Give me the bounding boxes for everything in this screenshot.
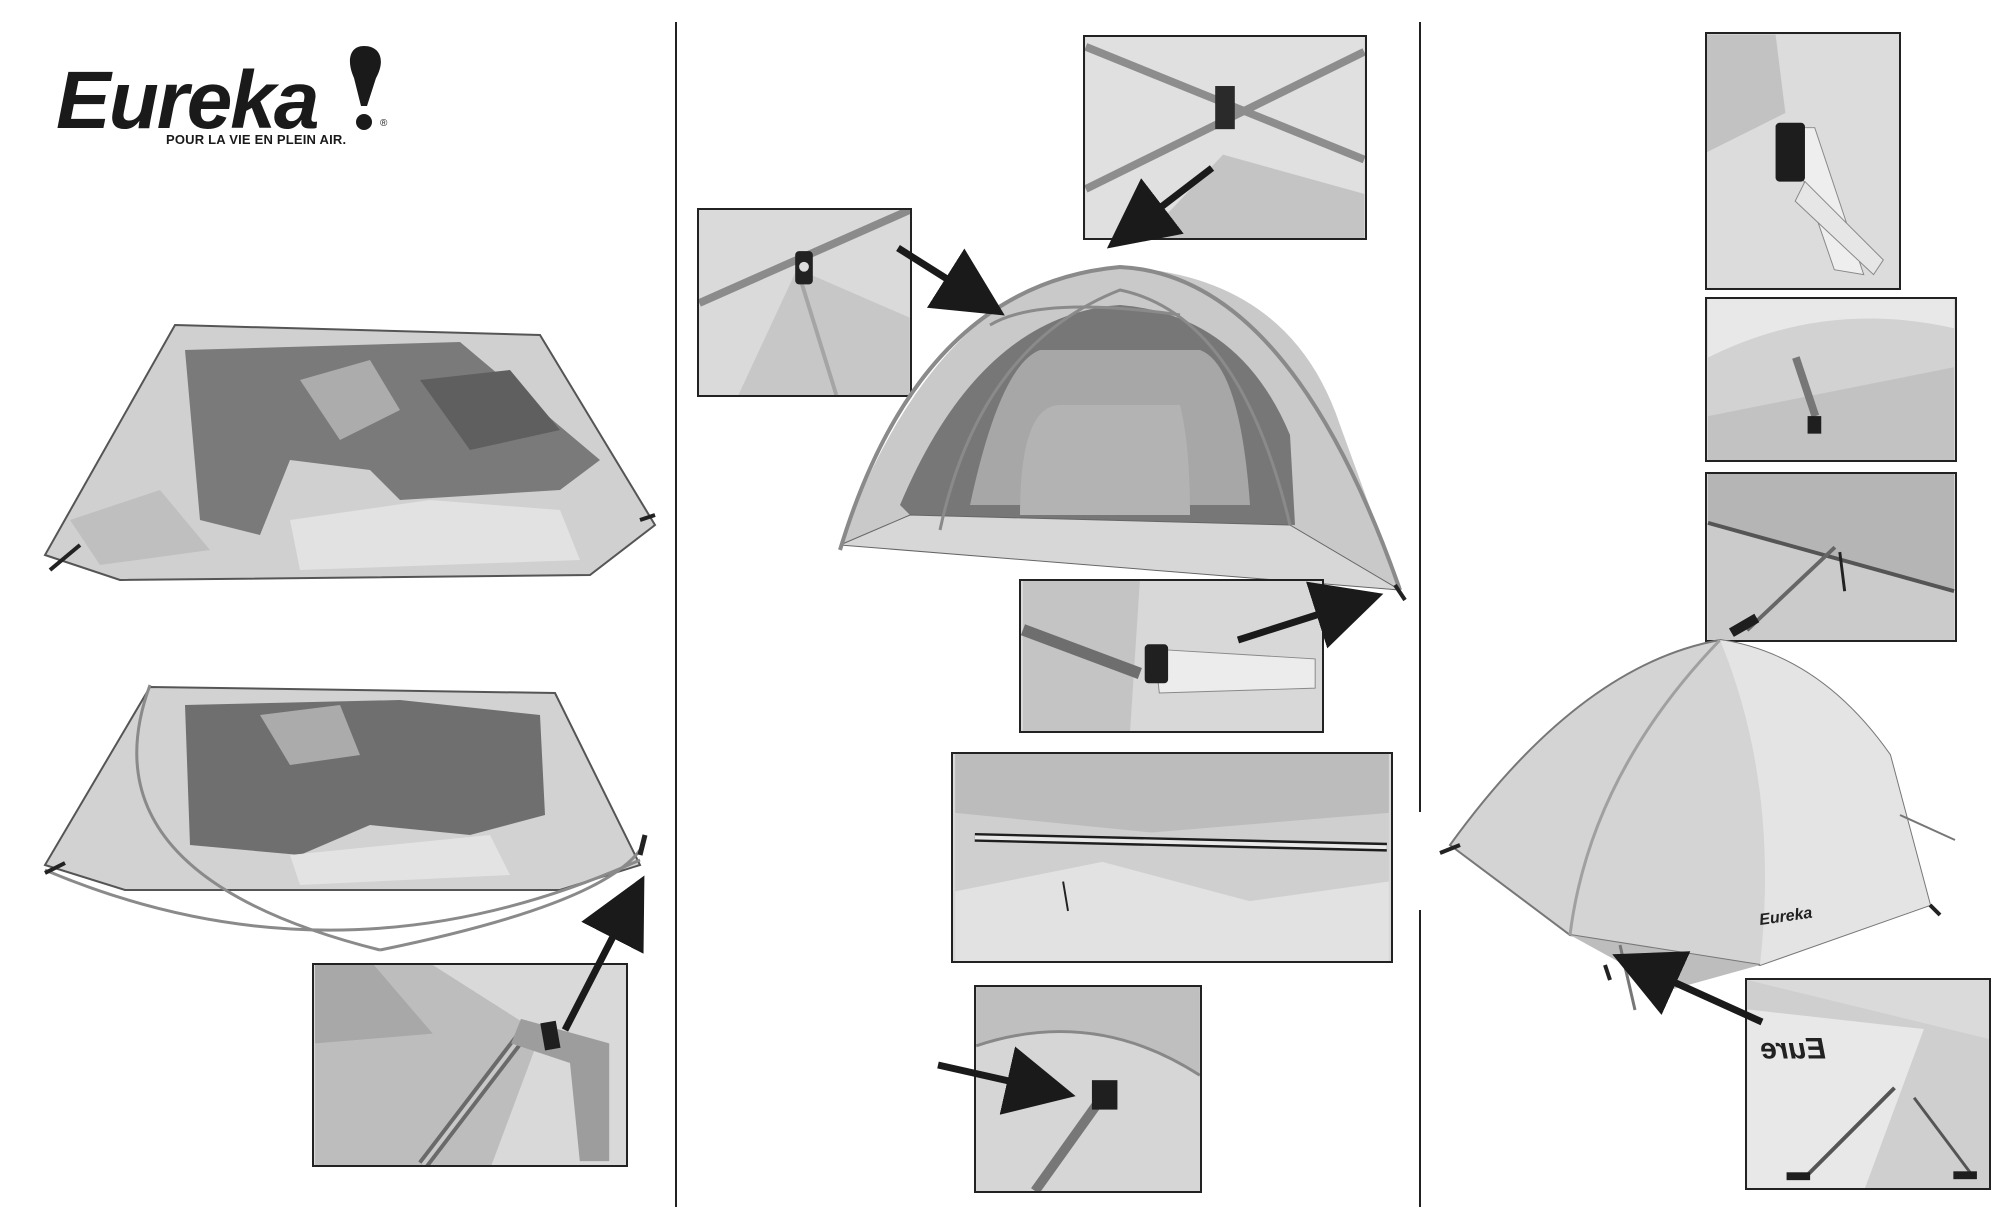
panel-divider-left <box>675 22 677 1207</box>
registered-mark: ® <box>380 118 387 129</box>
pole-grommet-detail-inset <box>312 963 628 1167</box>
fly-sleeve-pole-inset <box>951 752 1393 963</box>
brand-tagline: POUR LA VIE EN PLEIN AIR. <box>166 132 346 147</box>
tent-body-on-poles-illustration <box>820 255 1410 605</box>
pole-hub-clip-inset <box>1083 35 1367 240</box>
fly-print-reversed-text: Eure <box>1760 1032 1825 1065</box>
tent-body-flat-illustration <box>40 320 660 590</box>
tent-body-with-poles-illustration <box>40 675 660 975</box>
vestibule-stake-inset: Eure <box>1745 978 1991 1190</box>
fly-vent-strut-inset <box>1705 297 1957 462</box>
corner-buckle-inset <box>1019 579 1324 733</box>
fly-strap-buckle-inset <box>1705 32 1901 290</box>
fly-velcro-tab-inset <box>974 985 1202 1193</box>
vent-prop-inset <box>1705 472 1957 642</box>
completed-tent-with-fly-illustration: Eureka <box>1420 635 1980 1015</box>
